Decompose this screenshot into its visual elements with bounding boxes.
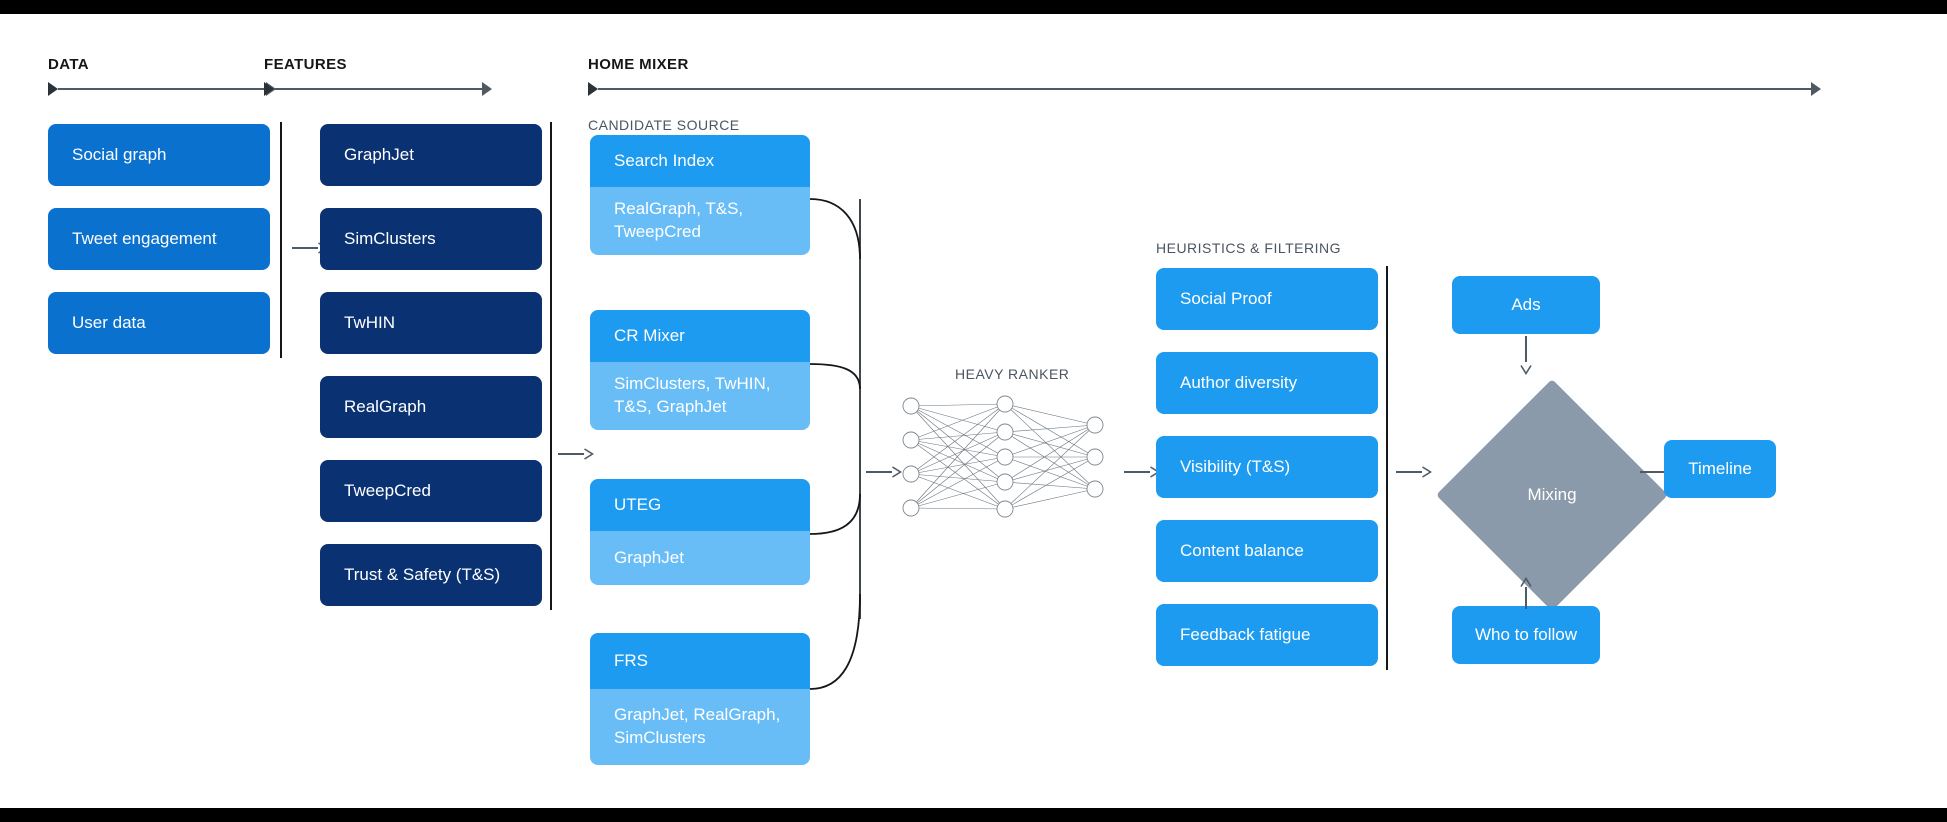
data-box-user-data[interactable]: User data <box>48 292 270 354</box>
candidate-source-features: SimClusters, TwHIN, T&S, GraphJet <box>590 362 810 430</box>
divider-heuristics-mixing <box>1386 266 1388 670</box>
candidate-source-card-cr-mixer[interactable]: CR Mixer SimClusters, TwHIN, T&S, GraphJ… <box>590 310 810 430</box>
mixing-label: Mixing <box>1527 485 1577 504</box>
feature-box-twhin[interactable]: TwHIN <box>320 292 542 354</box>
feature-box-label: TweepCred <box>344 481 431 501</box>
data-box-label: Tweet engagement <box>72 229 217 249</box>
heuristic-box-feedback-fatigue[interactable]: Feedback fatigue <box>1156 604 1378 666</box>
data-box-label: Social graph <box>72 145 167 165</box>
output-box-ads[interactable]: Ads <box>1452 276 1600 334</box>
arrow-head-icon <box>1520 577 1532 587</box>
feature-box-label: RealGraph <box>344 397 427 417</box>
feature-box-tweepcred[interactable]: TweepCred <box>320 460 542 522</box>
section-label-features: FEATURES <box>264 56 347 73</box>
heavy-ranker-label: HEAVY RANKER <box>955 366 1070 382</box>
heuristic-box-social-proof[interactable]: Social Proof <box>1156 268 1378 330</box>
arrow-who-to-follow-to-mixing <box>1520 577 1532 609</box>
arrow-heuristics-to-mixing <box>1396 466 1432 478</box>
output-box-label: Timeline <box>1688 459 1752 479</box>
divider-features-homemixer <box>550 122 552 610</box>
candidate-source-card-frs[interactable]: FRS GraphJet, RealGraph, SimClusters <box>590 633 810 765</box>
heuristic-box-label: Feedback fatigue <box>1180 625 1311 645</box>
candidate-source-card-search-index[interactable]: Search Index RealGraph, T&S, TweepCred <box>590 135 810 255</box>
feature-box-graphjet[interactable]: GraphJet <box>320 124 542 186</box>
section-label-data: DATA <box>48 56 90 73</box>
candidate-source-card-uteg[interactable]: UTEG GraphJet <box>590 479 810 585</box>
arrow-head-icon <box>892 466 902 478</box>
candidate-source-name: Search Index <box>590 135 810 187</box>
output-box-who-to-follow[interactable]: Who to follow <box>1452 606 1600 664</box>
feature-box-simclusters[interactable]: SimClusters <box>320 208 542 270</box>
arrow-head-icon <box>1422 466 1432 478</box>
diagram-canvas: DATA FEATURES HOME MIXER CANDIDATE SOURC… <box>0 14 1947 808</box>
feature-box-label: TwHIN <box>344 313 395 333</box>
section-label-candidate-source: CANDIDATE SOURCE <box>588 117 740 133</box>
heuristic-box-label: Content balance <box>1180 541 1304 561</box>
candidate-source-features: GraphJet <box>590 531 810 585</box>
section-label-home-mixer: HOME MIXER <box>588 56 689 73</box>
feature-box-label: Trust & Safety (T&S) <box>344 565 501 585</box>
heavy-ranker-neural-network <box>902 395 1104 518</box>
candidate-source-name: UTEG <box>590 479 810 531</box>
home-mixer-axis-arrow <box>588 82 1821 96</box>
arrow-candidate-source-to-heavy-ranker <box>866 466 902 478</box>
output-box-timeline[interactable]: Timeline <box>1664 440 1776 498</box>
arrow-heavy-ranker-to-heuristics <box>1124 466 1160 478</box>
arrow-ads-to-mixing <box>1520 336 1532 380</box>
features-axis-arrow <box>264 82 492 96</box>
candidate-source-features: GraphJet, RealGraph, SimClusters <box>590 689 810 765</box>
candidate-source-features: RealGraph, T&S, TweepCred <box>590 187 810 255</box>
section-label-heuristics: HEURISTICS & FILTERING <box>1156 240 1341 256</box>
heuristic-box-label: Social Proof <box>1180 289 1272 309</box>
data-box-label: User data <box>72 313 146 333</box>
arrow-head-icon <box>584 448 594 460</box>
arrow-head-icon <box>1520 365 1532 376</box>
divider-data-features <box>280 122 282 358</box>
heuristic-box-author-diversity[interactable]: Author diversity <box>1156 352 1378 414</box>
feature-box-label: SimClusters <box>344 229 436 249</box>
output-box-label: Who to follow <box>1474 625 1578 645</box>
candidate-source-name: FRS <box>590 633 810 689</box>
output-box-label: Ads <box>1511 295 1541 315</box>
heuristic-box-visibility[interactable]: Visibility (T&S) <box>1156 436 1378 498</box>
feature-box-realgraph[interactable]: RealGraph <box>320 376 542 438</box>
data-box-tweet-engagement[interactable]: Tweet engagement <box>48 208 270 270</box>
candidate-source-connectors <box>809 198 861 690</box>
candidate-source-name: CR Mixer <box>590 310 810 362</box>
heuristic-box-label: Author diversity <box>1180 373 1298 393</box>
heuristic-box-label: Visibility (T&S) <box>1180 457 1291 477</box>
data-box-social-graph[interactable]: Social graph <box>48 124 270 186</box>
feature-box-trust-safety[interactable]: Trust & Safety (T&S) <box>320 544 542 606</box>
feature-box-label: GraphJet <box>344 145 414 165</box>
heuristic-box-content-balance[interactable]: Content balance <box>1156 520 1378 582</box>
data-axis-arrow <box>48 82 276 96</box>
arrow-features-to-candidate-source <box>558 448 594 460</box>
